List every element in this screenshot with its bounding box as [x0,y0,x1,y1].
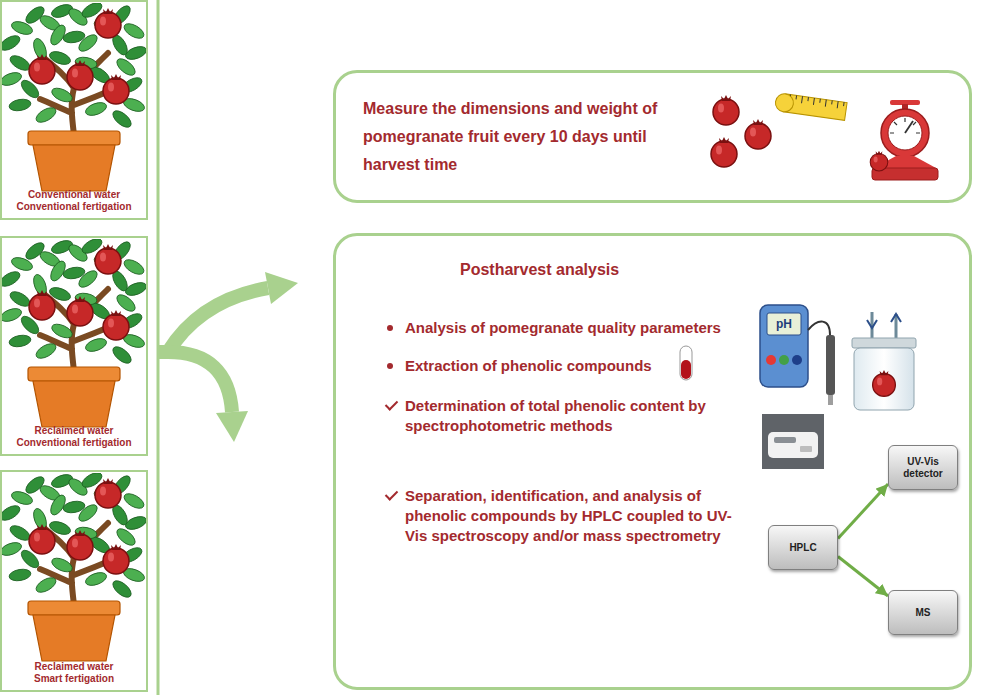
flow-arrow [838,557,888,597]
spectrophotometer-photo [762,414,824,469]
plant-illustration [0,470,148,661]
treatment-box: Conventional water Conventional fertigat… [0,0,148,220]
treatment-box: Reclaimed water Conventional fertigation [0,236,148,456]
instrument-box: MS [888,590,958,635]
step-text: Extraction of phenolic compounds [405,356,725,376]
test-tube [680,346,692,380]
pomegranate-icons [711,95,771,167]
tape-measure [774,93,847,121]
plant-illustration [0,0,148,191]
flow-arrow [838,484,888,539]
instrument-box: UV-Vis detector [888,445,958,490]
plant-illustration [0,236,148,427]
weighing-scale [870,100,938,180]
split-arrow [158,272,298,442]
step-text: Analysis of pomegranate quality paramete… [405,318,750,338]
process-box: Postharvest analysisAnalysis of pomegran… [333,233,972,690]
instrument-label: MS [916,607,931,619]
extraction-jar [852,312,916,410]
instrument-label: UV-Vis detector [892,456,954,480]
treatment-caption: Reclaimed water Smart fertigation [24,661,124,685]
treatment-caption: Conventional water Conventional fertigat… [9,189,139,213]
process-box: Measure the dimensions and weight of pom… [333,70,972,203]
step-text: Measure the dimensions and weight of pom… [363,95,693,179]
instrument-label: HPLC [789,542,816,554]
step-text: Determination of total phenolic content … [405,396,725,436]
treatment-box: Reclaimed water Smart fertigation [0,470,148,692]
step-text: Separation, identification, and analysis… [405,486,735,546]
meter-display-label: pH [767,313,801,335]
treatment-caption: Reclaimed water Conventional fertigation [9,425,139,449]
instrument-box: HPLC [768,525,838,570]
ph-meter [760,305,835,405]
panel-heading: Postharvest analysis [460,260,760,280]
